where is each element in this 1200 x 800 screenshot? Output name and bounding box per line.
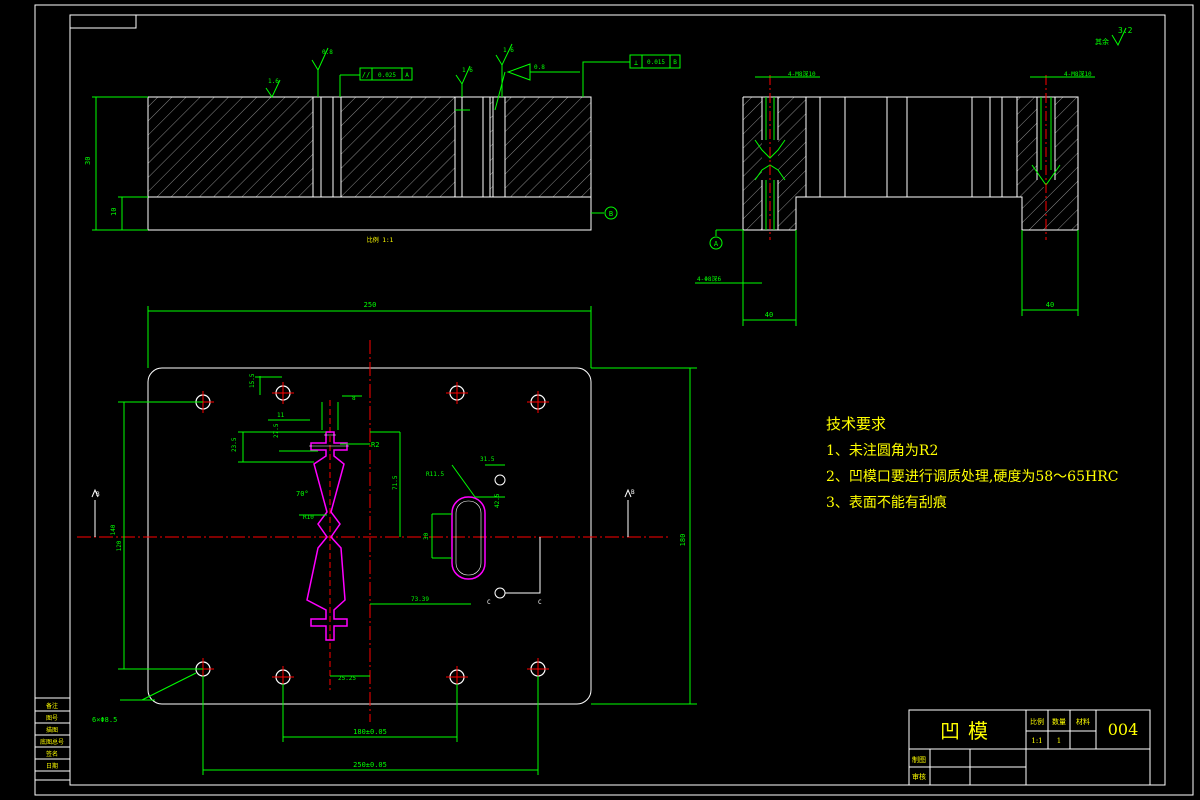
dim-hole-pitch-2: 250±0.05 xyxy=(353,761,387,769)
svg-text:A: A xyxy=(714,240,719,248)
svg-text:30: 30 xyxy=(423,532,430,540)
svg-text:3.2: 3.2 xyxy=(1118,26,1133,35)
svg-text:R2: R2 xyxy=(371,441,379,449)
svg-text:1.6: 1.6 xyxy=(503,47,514,54)
dim-width-total: 250 xyxy=(364,301,377,309)
svg-text:材料: 材料 xyxy=(1076,717,1090,726)
tech-req-item-2: 2、凹模口要进行调质处理,硬度为58～65HRC xyxy=(826,469,1118,485)
svg-text:1:1: 1:1 xyxy=(1031,737,1042,745)
svg-text:B: B xyxy=(96,491,100,498)
technical-requirements: 技术要求 1、未注圆角为R2 2、凹模口要进行调质处理,硬度为58～65HRC … xyxy=(826,415,1118,511)
svg-text:0.015: 0.015 xyxy=(647,59,665,66)
svg-text:40: 40 xyxy=(765,311,773,319)
svg-text:42.5: 42.5 xyxy=(494,493,501,508)
svg-text:70°: 70° xyxy=(296,490,309,498)
svg-text:A: A xyxy=(405,72,409,79)
svg-text:40: 40 xyxy=(1046,301,1054,309)
roughness-default: 3.2 其余 xyxy=(1095,26,1133,47)
drawing-number: 004 xyxy=(1108,720,1139,739)
svg-text:B: B xyxy=(631,489,635,496)
svg-text:25.25: 25.25 xyxy=(338,675,356,682)
hole-note-bottom: 4-Φ8深6 xyxy=(697,275,721,283)
dim-height-inner2: 120 xyxy=(116,540,123,551)
tolerance-frame-perpendicular: ⊥ 0.015 B xyxy=(582,54,681,97)
svg-text:0.8: 0.8 xyxy=(322,49,333,56)
tech-req-item-3: 3、表面不能有刮痕 xyxy=(826,495,947,511)
title-block: 凹模 比例 数量 材料 1:1 1 004 制图 审核 xyxy=(908,709,1151,786)
tolerance-frame-parallel: // 0.025 A xyxy=(359,67,413,81)
svg-text:R10: R10 xyxy=(303,514,314,521)
die-cavity-outline xyxy=(306,431,348,641)
part-name: 凹模 xyxy=(940,719,996,743)
svg-text://: // xyxy=(362,71,370,79)
tech-req-item-1: 1、未注圆角为R2 xyxy=(826,443,938,459)
side-strip-item-2: 图号 xyxy=(46,715,58,722)
svg-text:B: B xyxy=(609,210,613,218)
svg-text:31.5: 31.5 xyxy=(480,456,495,463)
svg-text:C: C xyxy=(538,599,542,606)
svg-text:1.6: 1.6 xyxy=(462,67,473,74)
svg-text:73.39: 73.39 xyxy=(411,596,429,603)
dim-hole-pitch-1: 180±0.05 xyxy=(353,728,387,736)
svg-text:1: 1 xyxy=(1057,737,1061,745)
svg-text:其余: 其余 xyxy=(1095,37,1109,46)
svg-text:11: 11 xyxy=(277,412,285,419)
svg-text:C: C xyxy=(487,599,491,606)
height-total-dim: 30 xyxy=(84,157,92,165)
svg-text:71.5: 71.5 xyxy=(392,475,399,490)
scale-note: 比例 1:1 xyxy=(367,236,394,244)
drawing-frame xyxy=(34,4,1194,796)
side-strip-item-6: 日期 xyxy=(46,762,58,770)
hole-note-top-right: 4-M8深10 xyxy=(1064,70,1092,78)
svg-text:B: B xyxy=(673,59,677,66)
svg-text:R11.5: R11.5 xyxy=(426,471,444,478)
svg-text:比例: 比例 xyxy=(1030,717,1044,726)
svg-text:1.6: 1.6 xyxy=(268,78,279,85)
svg-text:0.8: 0.8 xyxy=(534,64,545,71)
height-small-dim: 10 xyxy=(110,208,118,216)
svg-text:数量: 数量 xyxy=(1052,717,1066,726)
hole-count-note: 6×Φ8.5 xyxy=(92,716,117,724)
tech-req-title: 技术要求 xyxy=(826,415,886,433)
svg-text:23.5: 23.5 xyxy=(231,437,238,452)
plan-view: B B xyxy=(77,301,697,775)
svg-text:8: 8 xyxy=(352,395,356,402)
dim-height-total: 180 xyxy=(679,534,687,547)
dim-height-inner: 140 xyxy=(110,524,117,535)
side-strip-item-3: 描图 xyxy=(46,726,58,734)
svg-text:0.025: 0.025 xyxy=(378,72,396,79)
top-section-view: 30 10 比例 1:1 B 1.6 0.8 1.6 1.6 / xyxy=(84,43,681,244)
svg-text:15.5: 15.5 xyxy=(249,373,256,388)
svg-text:审核: 审核 xyxy=(912,772,926,781)
right-section-view: 4-M8深10 4-M8深10 4-Φ8深6 A 40 40 xyxy=(695,70,1095,326)
slot-outline xyxy=(451,496,486,580)
svg-text:⊥: ⊥ xyxy=(634,59,638,67)
side-strip-item-5: 签名 xyxy=(46,750,58,758)
side-strip-item-4: 底图总号 xyxy=(40,738,64,746)
svg-text:27.5: 27.5 xyxy=(273,423,280,438)
hole-note-top-left: 4-M8深10 xyxy=(788,70,816,78)
svg-text:制图: 制图 xyxy=(912,755,926,764)
side-strip-item-1: 备注 xyxy=(46,702,58,710)
side-strip: 备注 图号 描图 底图总号 签名 日期 xyxy=(34,697,71,781)
